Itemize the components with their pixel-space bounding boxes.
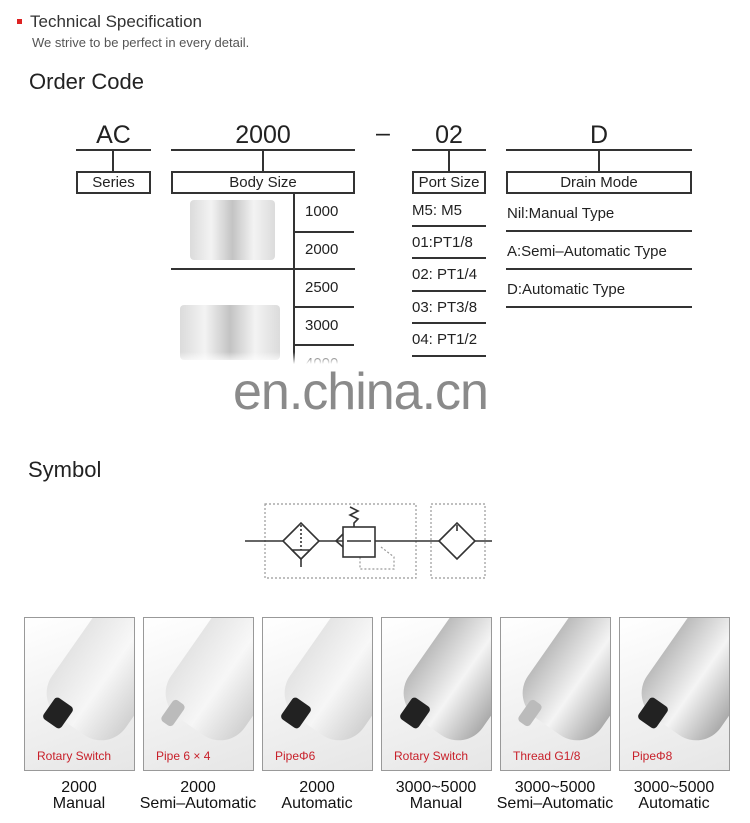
watermark: en.china.cn [233,363,489,421]
drain-mode-option: D:Automatic Type [507,281,626,298]
product-size: 2000 [61,779,97,796]
code-series: AC [96,121,131,149]
port-size-option: 04: PT1/2 [412,331,478,348]
code-body-size: 2000 [235,121,291,149]
product-size: 2000 [180,779,216,796]
product-card: Rotary Switch [381,617,492,771]
divider [506,306,692,308]
port-size-option: 02: PT1/4 [412,266,478,283]
product-image-large [180,305,280,360]
connector [598,150,600,171]
divider [293,194,295,374]
port-size-option: M5: M5 [412,202,463,219]
product-label: Thread G1/8 [513,749,581,763]
product-size: 3000~5000 [395,779,477,796]
divider [412,225,486,227]
body-size-option: 2500 [305,279,339,296]
watermark-fade [170,352,360,382]
code-separator: – [376,119,390,147]
label-port-size: Port Size [412,171,486,194]
divider [171,268,355,270]
label-series: Series [76,171,151,194]
product-photo [510,618,610,753]
product-label: Rotary Switch [37,749,112,763]
symbol-title: Symbol [28,457,102,482]
product-mode: Semi–Automatic [139,795,257,812]
product-size: 3000~5000 [514,779,596,796]
body-size-option: 1000 [305,203,339,220]
product-card: Rotary Switch [24,617,135,771]
divider [294,306,354,308]
product-photo [153,618,253,753]
connector [448,150,450,171]
product-mode: Manual [409,795,463,812]
pilot-line [359,546,395,570]
drain-mode-option: Nil:Manual Type [507,205,615,222]
product-label: Pipe 6 × 4 [156,749,211,763]
regulator-symbol [342,526,376,558]
product-photo [391,618,491,753]
product-photo [629,618,729,753]
product-label: PipeΦ6 [275,749,316,763]
label-drain-mode: Drain Mode [506,171,692,194]
body-size-option: 2000 [305,241,339,258]
code-port-size: 02 [435,121,463,149]
product-card: Thread G1/8 [500,617,611,771]
product-card: Pipe 6 × 4 [143,617,254,771]
product-mode: Manual [52,795,106,812]
product-card: PipeΦ6 [262,617,373,771]
divider [294,231,354,233]
order-code-title: Order Code [29,69,144,94]
divider [506,268,692,270]
lubricator-symbol [437,521,477,561]
divider [412,355,486,357]
product-image-small [190,200,275,260]
product-label: Rotary Switch [394,749,469,763]
divider [294,344,354,346]
bullet-icon [17,19,22,24]
connector [112,150,114,171]
section-title: Technical Specification [30,12,202,31]
body-size-option: 3000 [305,317,339,334]
port-size-option: 03: PT3/8 [412,299,478,316]
divider [506,230,692,232]
product-size: 2000 [299,779,335,796]
product-photo [272,618,372,753]
product-mode: Semi–Automatic [496,795,614,812]
product-card: PipeΦ8 [619,617,730,771]
drain-mode-option: A:Semi–Automatic Type [507,243,667,260]
connector [262,150,264,171]
divider [412,257,486,259]
product-mode: Automatic [638,795,710,812]
divider [412,322,486,324]
product-photo [34,618,134,753]
pneumatic-symbol-diagram [245,503,492,579]
section-subtitle: We strive to be perfect in every detail. [32,35,250,50]
label-body-size: Body Size [171,171,355,194]
port-size-option: 01:PT1/8 [412,234,473,251]
product-label: PipeΦ8 [632,749,673,763]
code-drain-mode: D [589,121,609,149]
product-mode: Automatic [281,795,353,812]
divider [412,290,486,292]
product-size: 3000~5000 [633,779,715,796]
